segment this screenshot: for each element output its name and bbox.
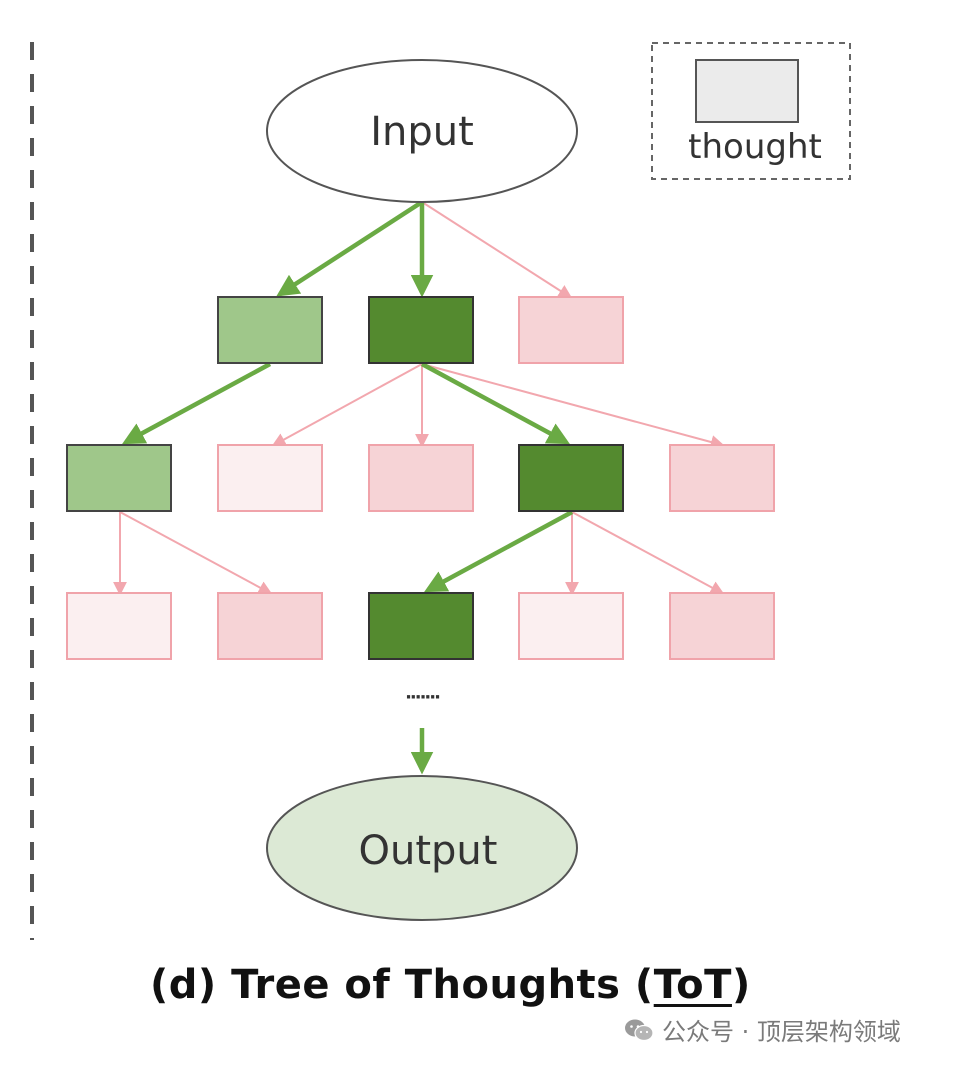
figure-caption: (d) Tree of Thoughts (ToT) [150, 962, 751, 1008]
input-label: Input [370, 109, 474, 155]
caption-prefix: (d) Tree of Thoughts ( [150, 962, 654, 1008]
watermark: 公众号 · 顶层架构领域 [624, 1012, 901, 1047]
edge-l1b-to-l2d [420, 362, 570, 445]
wechat-icon [625, 1019, 654, 1041]
edge-l1a-to-l2a [122, 362, 272, 445]
thought-l2-e [669, 444, 775, 512]
legend-label: thought [688, 127, 822, 167]
legend: thought [651, 42, 851, 180]
thought-l1-b [368, 296, 474, 364]
thought-l1-c [518, 296, 624, 364]
thought-l3-b [217, 592, 323, 660]
thought-l2-a [66, 444, 172, 512]
thought-l3-c [368, 592, 474, 660]
legend-frame [651, 42, 851, 180]
thought-l2-c [368, 444, 474, 512]
output-ellipse [266, 775, 578, 921]
thought-l3-e [669, 592, 775, 660]
thought-l2-d [518, 444, 624, 512]
input-node: Input [266, 59, 578, 203]
edge-l2a-to-l3b [119, 511, 273, 595]
output-node: Output [266, 775, 578, 921]
caption-abbr: ToT [653, 962, 732, 1008]
output-label: Output [359, 828, 498, 874]
thought-l3-a [66, 592, 172, 660]
continuation-ellipsis: ······· [405, 687, 439, 708]
caption-suffix: ) [731, 962, 751, 1008]
thought-l2-b [217, 444, 323, 512]
edge-input-to-l1c [421, 201, 573, 299]
edge-l1b-to-l2e [421, 363, 725, 449]
edge-input-to-l1a [276, 200, 424, 297]
selected-edges [122, 200, 574, 775]
input-ellipse [266, 59, 578, 203]
rejected-edges [113, 201, 725, 596]
thought-l1-a [217, 296, 323, 364]
edge-l2d-to-l3c [424, 510, 574, 593]
legend-thought-swatch [695, 59, 799, 123]
edge-l1b-to-l2b [271, 363, 423, 447]
edge-l2d-to-l3e [571, 511, 725, 595]
thought-l3-d [518, 592, 624, 660]
watermark-text: 公众号 · 顶层架构领域 [662, 1018, 901, 1046]
